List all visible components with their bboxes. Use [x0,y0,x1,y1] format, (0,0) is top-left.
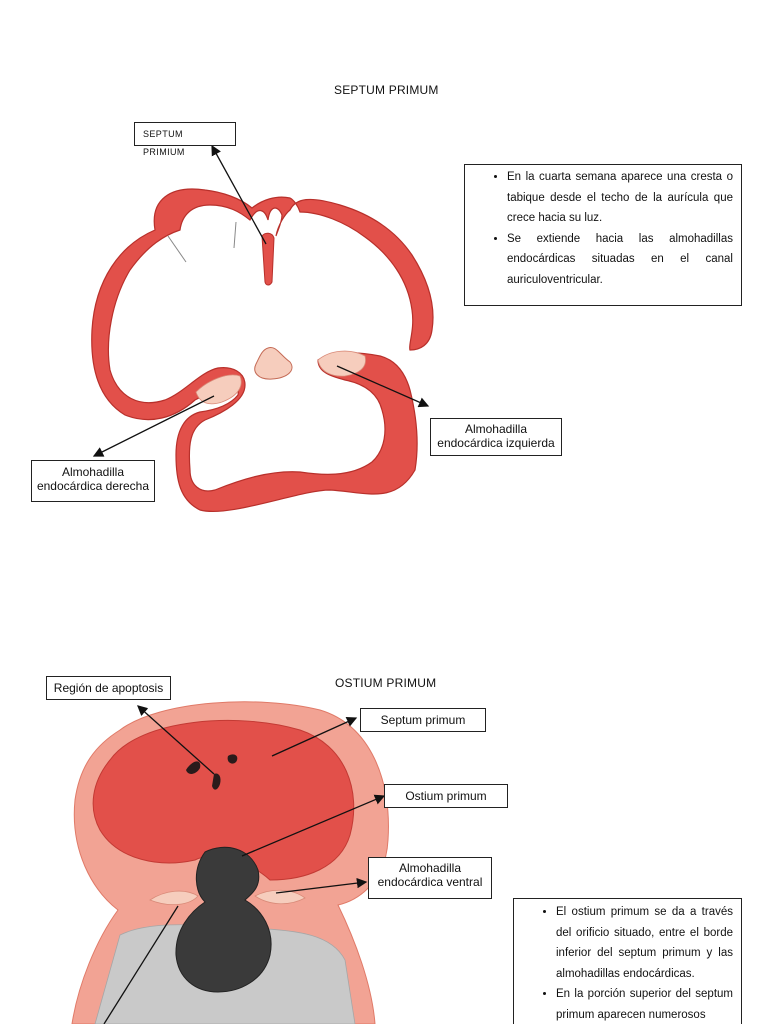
pencil-line-1 [168,236,186,262]
label-almohadilla-izquierda: Almohadilla endocárdica izquierda [430,418,562,456]
label-ostium-primum: Ostium primum [384,784,508,808]
label-almohadilla-derecha: Almohadilla endocárdica derecha [31,460,155,502]
septum-primum-bullets: En la cuarta semana aparece una cresta o… [465,167,733,290]
bullet-item: Se extiende hacia las almohadillas endoc… [507,229,733,291]
septum-primum-text-box: En la cuarta semana aparece una cresta o… [464,164,742,306]
section2-title: OSTIUM PRIMUM [335,676,436,690]
pencil-line-2 [234,222,236,248]
label-region-apoptosis: Región de apoptosis [46,676,171,700]
central-blob [255,347,292,379]
bullet-item: En la cuarta semana aparece una cresta o… [507,167,733,229]
label-almohadilla-derecha-line2: endocárdica derecha [36,479,150,493]
ostium-primum-bullets: El ostium primum se da a través del orif… [514,902,733,1024]
label-almohadilla-derecha-line1: Almohadilla [36,465,150,479]
label-almohadilla-ventral: Almohadilla endocárdica ventral [368,857,492,899]
label-almohadilla-izquierda-line2: endocárdica izquierda [435,436,557,450]
label-almohadilla-ventral-line2: endocárdica ventral [373,875,487,889]
ostium-primum-text-box: El ostium primum se da a través del orif… [513,898,742,1024]
label-almohadilla-izquierda-line1: Almohadilla [435,422,557,436]
bullet-item: El ostium primum se da a través del orif… [556,902,733,984]
bullet-item: En la porción superior del septum primum… [556,984,733,1024]
label-septum-primium: SEPTUM PRIMIUM [134,122,236,146]
label-almohadilla-ventral-line1: Almohadilla [373,861,487,875]
label-septum-primum: Septum primum [360,708,486,732]
